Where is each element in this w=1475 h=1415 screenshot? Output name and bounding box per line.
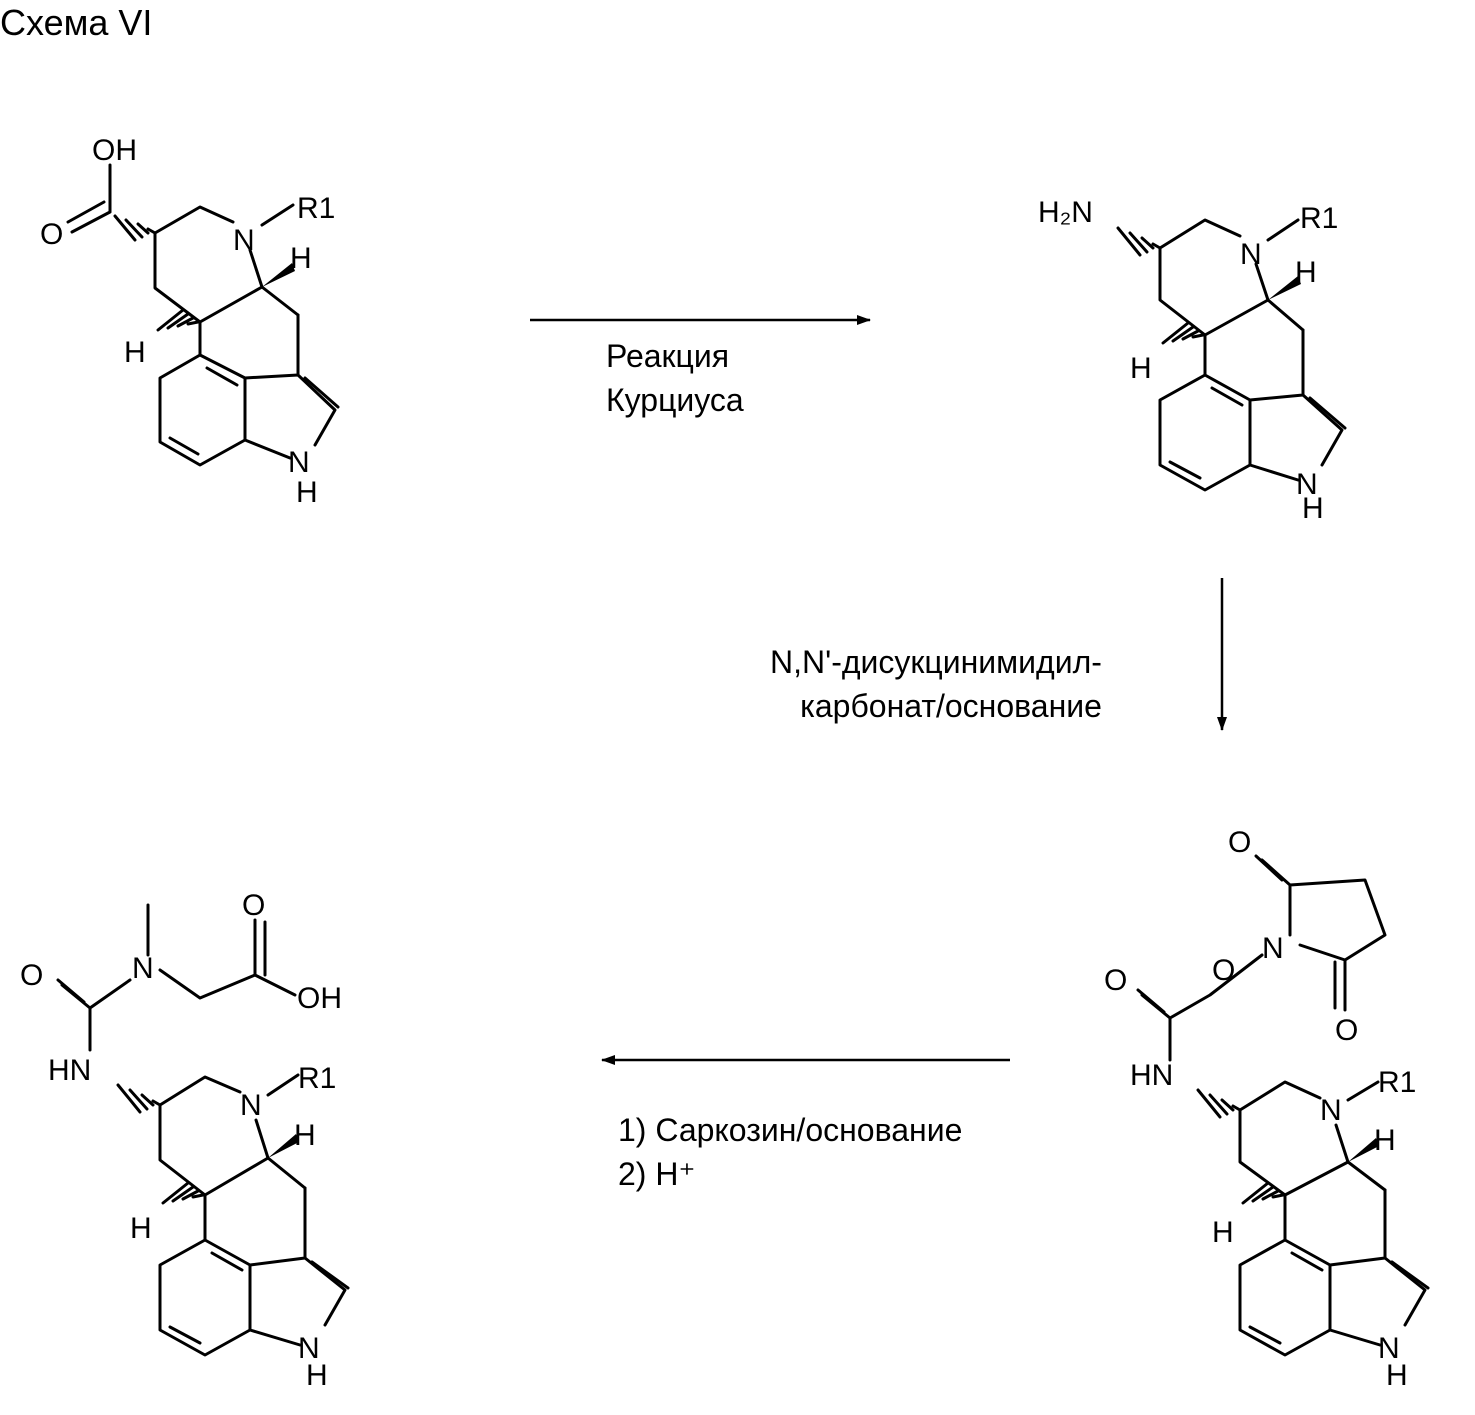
r1-label: R1: [1378, 1066, 1416, 1099]
h-label: H: [124, 336, 146, 369]
h-label: H: [1130, 352, 1152, 385]
h-label: H: [1295, 256, 1317, 289]
h-label: H: [1212, 1216, 1234, 1249]
o-label: O: [1212, 954, 1235, 987]
o-label: O: [242, 889, 265, 922]
h-label: H: [1374, 1124, 1396, 1157]
urea-glycine-bonds: [58, 905, 295, 1050]
carbamate-bonds: [1138, 955, 1262, 1060]
o-label: O: [20, 959, 43, 992]
molecule-sarcosine-urea: O N O OH HN N R1 H H N H: [20, 889, 348, 1392]
r1-label: R1: [298, 1062, 336, 1095]
indole-h-label: H: [306, 1359, 328, 1392]
h-label: H: [290, 242, 312, 275]
indole-h-label: H: [296, 476, 318, 509]
hn-label: HN: [48, 1054, 91, 1087]
n-label: N: [132, 952, 154, 985]
n-label: N: [1262, 932, 1284, 965]
hashed-bond: [1198, 1090, 1240, 1117]
h2n-label: H₂N: [1038, 196, 1093, 229]
n-label: N: [1320, 1094, 1342, 1127]
molecule-nhs-carbamate: O N O O O HN N R1 H H N H: [1104, 826, 1428, 1392]
carboxyl-bonds: [68, 165, 110, 232]
h-label: H: [294, 1119, 316, 1152]
molecule-amine: H₂N N R1 H H N H: [1038, 196, 1345, 525]
o-label: O: [1228, 826, 1251, 859]
indole-n-label: N: [288, 446, 310, 479]
r1-label: R1: [1300, 202, 1338, 235]
molecule-acid: OH O N R1 H H N H: [40, 134, 338, 509]
indole-h-label: H: [1302, 492, 1324, 525]
hn-label: HN: [1130, 1059, 1173, 1092]
oh-label: OH: [92, 134, 137, 167]
indole-h-label: H: [1386, 1359, 1408, 1392]
r1-label: R1: [297, 192, 335, 225]
hashed-bond: [118, 1085, 160, 1112]
o-label: O: [1104, 964, 1127, 997]
h-label: H: [130, 1212, 152, 1245]
n-label: N: [233, 224, 255, 257]
hashed-bond: [115, 216, 155, 240]
o-label: O: [40, 218, 63, 251]
o-label: O: [1335, 1014, 1358, 1047]
hashed-bond: [1118, 228, 1160, 255]
n-label: N: [1240, 238, 1262, 271]
oh-label: OH: [297, 982, 342, 1015]
n-label: N: [240, 1089, 262, 1122]
